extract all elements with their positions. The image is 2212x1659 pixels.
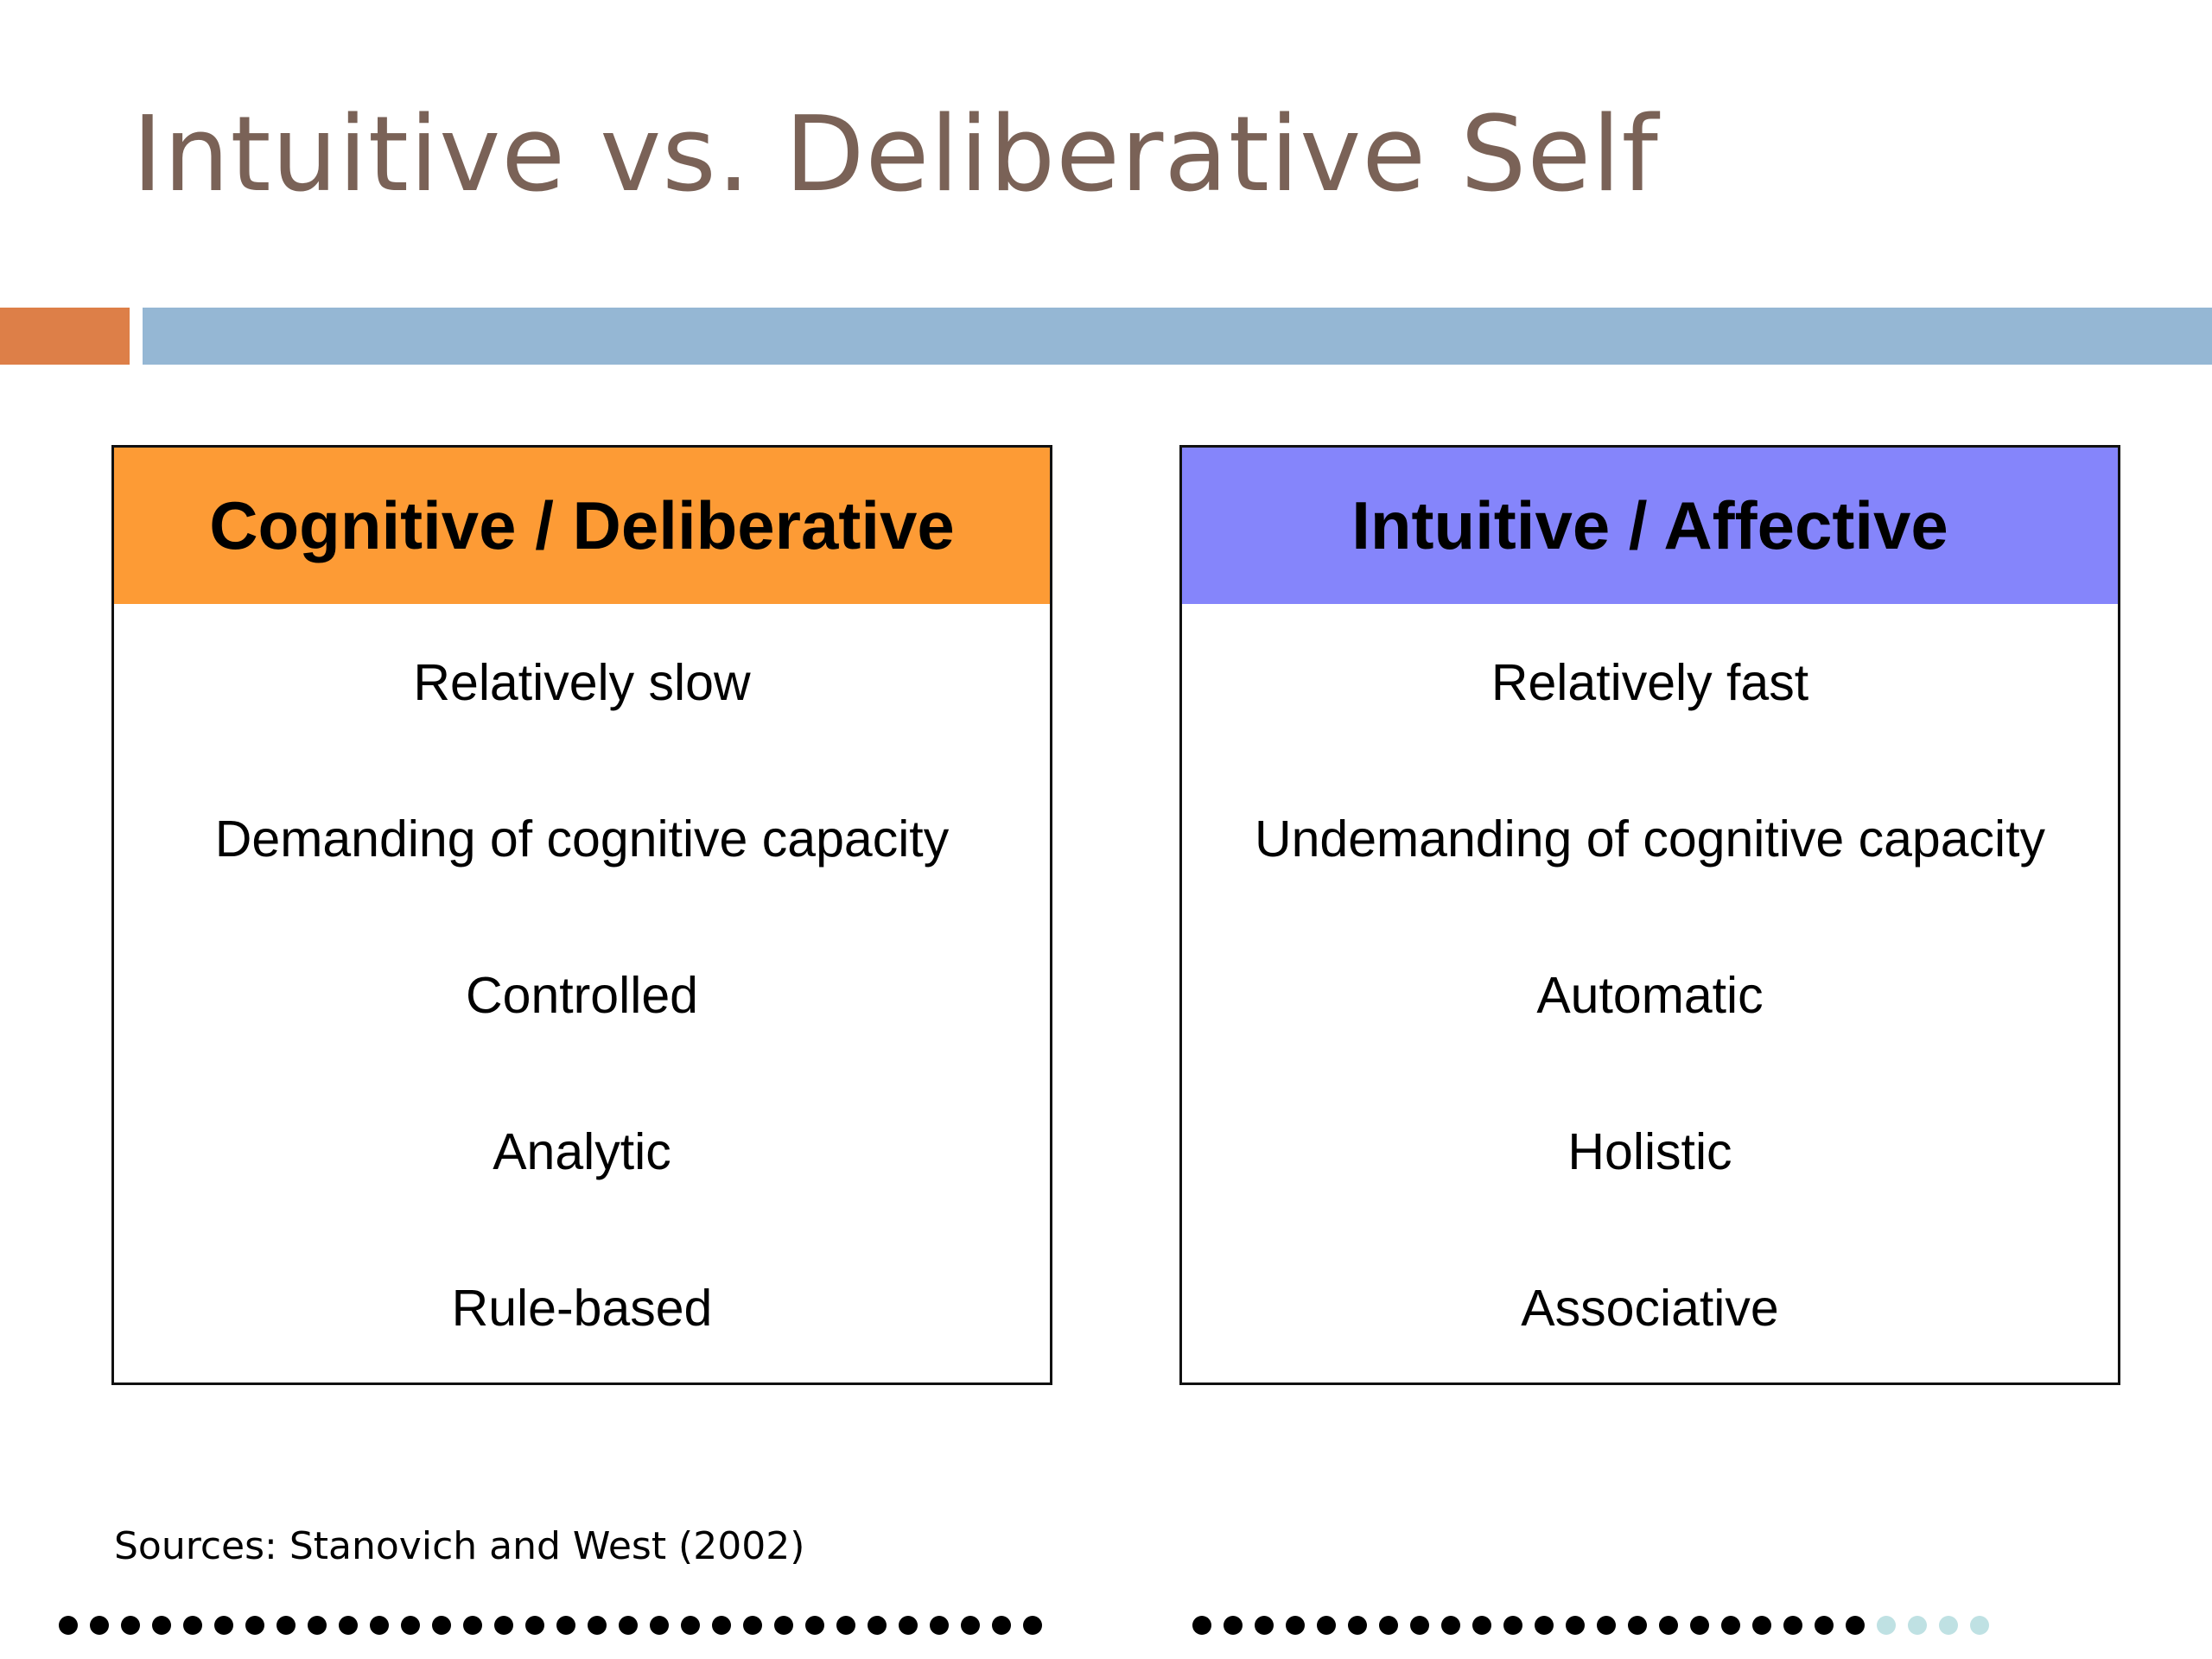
list-item: Relatively fast <box>1491 653 1809 711</box>
cognitive-deliberative-list: Relatively slow Demanding of cognitive c… <box>114 604 1050 1386</box>
footer-dot <box>90 1616 109 1635</box>
footer-dot <box>1255 1616 1274 1635</box>
footer-dot <box>1783 1616 1802 1635</box>
footer-dot <box>525 1616 544 1635</box>
footer-dot <box>1690 1616 1709 1635</box>
footer-dot <box>1846 1616 1865 1635</box>
footer-dot <box>1472 1616 1491 1635</box>
footer-dot <box>992 1616 1011 1635</box>
intuitive-affective-panel: Intuitive / Affective Relatively fast Un… <box>1179 445 2120 1385</box>
footer-dot <box>588 1616 607 1635</box>
footer-dot <box>308 1616 327 1635</box>
footer-dot <box>774 1616 793 1635</box>
footer-dot <box>1192 1616 1211 1635</box>
list-item: Controlled <box>466 966 698 1024</box>
cognitive-deliberative-header: Cognitive / Deliberative <box>114 448 1050 604</box>
footer-dot <box>1877 1616 1896 1635</box>
footer-dot <box>836 1616 855 1635</box>
footer-dot <box>432 1616 451 1635</box>
footer-dot <box>961 1616 980 1635</box>
footer-dot <box>1721 1616 1740 1635</box>
footer-dot <box>868 1616 887 1635</box>
list-item: Analytic <box>493 1122 671 1180</box>
title-accent-bar <box>143 308 2212 365</box>
footer-dot <box>1224 1616 1243 1635</box>
footer-dot <box>463 1616 482 1635</box>
list-item: Associative <box>1521 1279 1779 1337</box>
footer-dot <box>370 1616 389 1635</box>
intuitive-affective-header: Intuitive / Affective <box>1182 448 2118 604</box>
footer-dot <box>183 1616 202 1635</box>
footer-dot <box>1628 1616 1647 1635</box>
footer-dot <box>743 1616 762 1635</box>
footer-dot <box>1441 1616 1460 1635</box>
footer-dot <box>1023 1616 1042 1635</box>
footer-dot <box>1566 1616 1585 1635</box>
footer-dot <box>121 1616 140 1635</box>
list-item: Rule-based <box>451 1279 713 1337</box>
footer-dot <box>899 1616 918 1635</box>
footer-dot <box>1503 1616 1522 1635</box>
footer-dot <box>1908 1616 1927 1635</box>
list-item: Demanding of cognitive capacity <box>214 810 950 868</box>
footer-dot <box>1286 1616 1305 1635</box>
footer-dot <box>1348 1616 1367 1635</box>
footer-dot <box>245 1616 264 1635</box>
footer-dot <box>494 1616 513 1635</box>
footer-dot <box>712 1616 731 1635</box>
slide-title: Intuitive vs. Deliberative Self <box>132 95 1659 215</box>
footer-dot <box>214 1616 233 1635</box>
footer-dot <box>930 1616 949 1635</box>
footer-dot <box>1970 1616 1989 1635</box>
footer-dot <box>1815 1616 1834 1635</box>
footer-dot <box>276 1616 296 1635</box>
list-item: Relatively slow <box>413 653 751 711</box>
footer-dot <box>681 1616 700 1635</box>
footer-dot <box>1535 1616 1554 1635</box>
cognitive-deliberative-panel: Cognitive / Deliberative Relatively slow… <box>111 445 1052 1385</box>
footer-dot <box>619 1616 638 1635</box>
footer-dot <box>152 1616 171 1635</box>
footer-dot <box>401 1616 420 1635</box>
footer-dots-right <box>1192 1616 1989 1635</box>
title-accent-block <box>0 308 130 365</box>
footer-dot <box>59 1616 78 1635</box>
intuitive-affective-list: Relatively fast Undemanding of cognitive… <box>1182 604 2118 1386</box>
sources-citation: Sources: Stanovich and West (2002) <box>114 1524 805 1568</box>
footer-dot <box>1379 1616 1398 1635</box>
footer-dots-left <box>59 1616 1042 1635</box>
footer-dot <box>1317 1616 1336 1635</box>
list-item: Holistic <box>1567 1122 1732 1180</box>
footer-dot <box>805 1616 824 1635</box>
footer-dot <box>1410 1616 1429 1635</box>
footer-dot <box>1597 1616 1616 1635</box>
footer-dot <box>1939 1616 1958 1635</box>
footer-dot <box>556 1616 575 1635</box>
list-item: Automatic <box>1536 966 1764 1024</box>
footer-dot <box>1752 1616 1771 1635</box>
footer-dot <box>650 1616 669 1635</box>
footer-dot <box>339 1616 358 1635</box>
footer-dot <box>1659 1616 1678 1635</box>
list-item: Undemanding of cognitive capacity <box>1254 810 2046 868</box>
